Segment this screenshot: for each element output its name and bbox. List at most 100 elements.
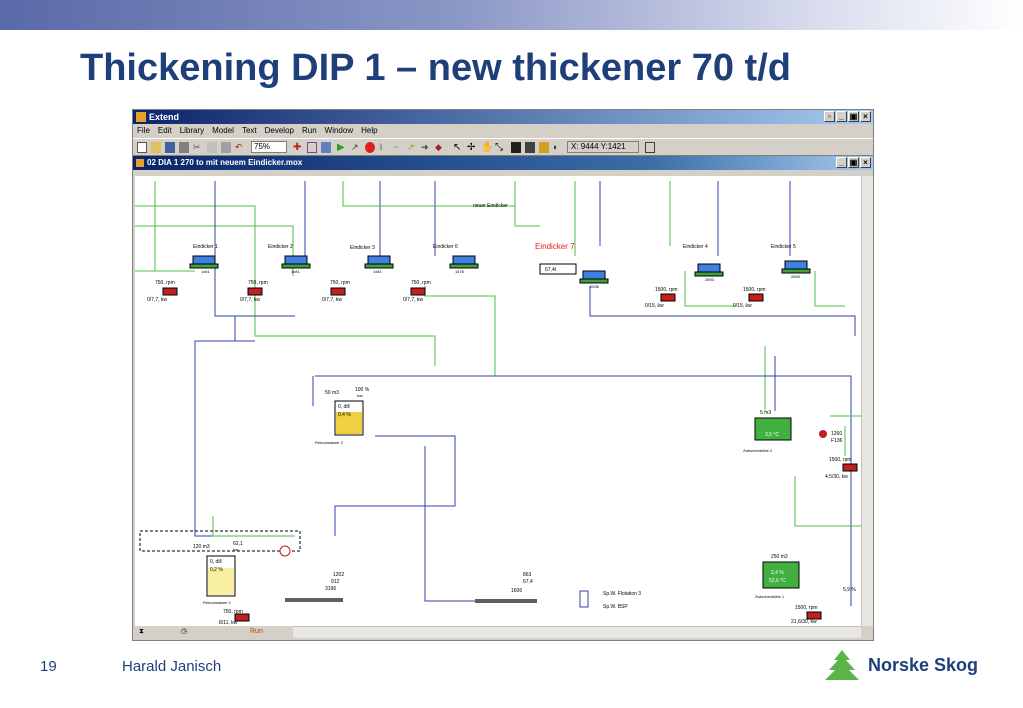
tank-1-level: 62,1 xyxy=(233,541,243,547)
step-icon[interactable]: ↗ xyxy=(351,142,359,152)
thickener-2: Eindicker 2 1x81 750, rpm 0/7,7, kw xyxy=(240,244,311,303)
layer-icon[interactable] xyxy=(525,142,535,153)
run-icon[interactable]: ▶ xyxy=(337,142,345,153)
mixer-2-b: 67,4 xyxy=(523,579,533,585)
thickener-7: Eindicker 7 2536 67,4t xyxy=(535,242,609,289)
thickener-7-val: 2536 xyxy=(590,284,600,289)
thickener-6-val: 1476 xyxy=(455,269,465,274)
menu-help[interactable]: Help xyxy=(361,126,378,135)
mixer-2-a: 863 xyxy=(523,572,532,578)
doc-minimize-button[interactable]: _ xyxy=(836,157,847,168)
tree-logo-icon xyxy=(825,650,859,680)
menu-run[interactable]: Run xyxy=(301,126,317,135)
vertical-scrollbar[interactable] xyxy=(861,176,873,626)
restore-button[interactable]: ▣ xyxy=(848,111,859,122)
clock-icon: ◷ xyxy=(181,628,188,635)
thickener-6: Eindicker 6 1476 750, rpm 0/7,7, kw xyxy=(403,244,479,303)
tank-2-name: Retourwasser 2 xyxy=(315,440,344,445)
grid-icon[interactable] xyxy=(645,142,655,153)
tank-1: 120 m3 62,1 bar 0, dill 0,2 % Retourwass… xyxy=(193,541,291,626)
tank-2-line1: 0, dill xyxy=(338,404,350,410)
minimize-button[interactable]: _ xyxy=(836,111,847,122)
status-bar: ⧗ ◷ Run xyxy=(135,626,293,638)
thickener-4-name: Eindicker 4 xyxy=(683,244,708,250)
chest-1-line1: 2,4 % xyxy=(771,570,784,576)
copy-icon[interactable] xyxy=(207,142,217,153)
thickener-2-kw: 0/7,7, kw xyxy=(240,297,260,303)
tank-2-unit: bar xyxy=(357,393,363,398)
toolbar: ✂ ↶ 75% ✚ ▶ ↗ ‖ ~ ↗ ➜ ◆ ↖ ✢ ✋ ⤡ ◐ X: 944… xyxy=(133,138,873,156)
tank-1-kw: 8/11, kw xyxy=(219,620,238,626)
chest-1-val: 5,9 % xyxy=(843,587,856,593)
mixer-2: 863 67,4 1606 xyxy=(475,572,537,603)
chest-1-line2: 52,6 °C xyxy=(769,578,786,584)
notebook-icon[interactable] xyxy=(321,142,331,153)
top-label: neuer Eindicker xyxy=(473,203,508,209)
color-icon[interactable] xyxy=(539,142,549,153)
menu-file[interactable]: File xyxy=(137,126,150,135)
pattern-icon[interactable]: ◐ xyxy=(553,142,559,152)
mixer-1-c: 3196 xyxy=(325,586,336,592)
menu-bar: File Edit Library Model Text Develop Run… xyxy=(133,124,873,138)
paste-icon[interactable] xyxy=(221,142,231,153)
thickener-6-name: Eindicker 6 xyxy=(433,244,458,250)
hourglass-icon: ⧗ xyxy=(139,628,144,635)
doc-restore-button[interactable]: ▣ xyxy=(848,157,859,168)
stop-icon[interactable] xyxy=(365,142,375,153)
app-title: Extend xyxy=(149,112,180,122)
chest-1-kw: 21,6/30, kw xyxy=(791,619,817,625)
thickener-1-name: Eindicker 1 xyxy=(193,244,218,250)
cross-pointer-icon[interactable]: ✢ xyxy=(467,142,476,153)
thickener-7-name: Eindicker 7 xyxy=(535,242,575,251)
chart-icon[interactable] xyxy=(307,142,317,153)
pause-icon[interactable]: ‖ xyxy=(379,142,383,152)
menu-window[interactable]: Window xyxy=(324,126,354,135)
thickener-3-val: 1x81 xyxy=(373,269,382,274)
mixer-2-c: 1606 xyxy=(511,588,522,594)
chest-2-kw: 4,5/30, kw xyxy=(825,474,848,480)
undo-icon[interactable]: ↶ xyxy=(235,142,243,152)
chest-1: 250 m3 2,4 % 52,6 °C Zwischenbütte 1 150… xyxy=(755,554,856,625)
model-canvas[interactable]: neuer Eindicker Eindicker 1 1x81 750, rp… xyxy=(135,176,861,626)
menu-library[interactable]: Library xyxy=(179,126,205,135)
pointer-icon[interactable]: ↖ xyxy=(453,142,462,153)
mixer-1-b: 912 xyxy=(331,579,340,585)
tank-1-volume: 120 m3 xyxy=(193,544,210,550)
menu-text[interactable]: Text xyxy=(241,126,257,135)
print-icon[interactable] xyxy=(179,142,189,153)
horizontal-scrollbar[interactable] xyxy=(293,626,861,638)
debug-icon[interactable]: ◆ xyxy=(435,142,442,152)
thickener-5-rpm: 1500, rpm xyxy=(743,287,766,293)
thickener-4-val: 2893 xyxy=(705,277,715,282)
close-button[interactable]: × xyxy=(860,111,871,122)
document-title-bar: 02 DIA 1 270 to mit neuem Eindicker.mox … xyxy=(133,156,873,170)
chest-2-val: 1260 xyxy=(831,431,842,437)
thickener-1-rpm: 750, rpm xyxy=(155,280,175,286)
mixer-1-a: 1202 xyxy=(333,572,344,578)
thickener-5: Eindicker 5 2893 1500, rpm 0/15, kw xyxy=(733,244,811,309)
add-icon[interactable]: ✚ xyxy=(293,142,302,153)
tank-1-line2: 0,2 % xyxy=(210,567,223,573)
chest-2: 5 m3 3,5 °C Zwischenbütte 2 1260 F136 15… xyxy=(743,410,858,480)
window-icon-button[interactable]: ▫ xyxy=(824,111,835,122)
cloning-icon[interactable] xyxy=(511,142,521,153)
hand-icon[interactable]: ✋ xyxy=(481,142,494,153)
menu-model[interactable]: Model xyxy=(212,126,234,135)
connect-icon[interactable]: ~ xyxy=(393,142,399,152)
trace-icon[interactable]: ↗ xyxy=(407,142,415,152)
chest-1-rpm: 1500, rpm xyxy=(795,605,818,611)
zoom-select[interactable]: 75% xyxy=(251,141,287,153)
norske-skog-logo: Norske Skog xyxy=(822,648,1002,688)
slide-title: Thickening DIP 1 – new thickener 70 t/d xyxy=(80,47,791,89)
new-file-icon[interactable] xyxy=(137,142,147,153)
cut-icon[interactable]: ✂ xyxy=(193,142,201,152)
save-icon[interactable] xyxy=(165,142,175,153)
menu-develop[interactable]: Develop xyxy=(264,126,294,135)
menu-edit[interactable]: Edit xyxy=(157,126,172,135)
animate-icon[interactable]: ➜ xyxy=(421,142,429,152)
process-diagram: neuer Eindicker Eindicker 1 1x81 750, rp… xyxy=(135,181,861,626)
doc-close-button[interactable]: × xyxy=(860,157,871,168)
line-tool-icon[interactable]: ⤡ xyxy=(495,142,503,153)
open-folder-icon[interactable] xyxy=(151,142,161,153)
chest-1-volume: 250 m3 xyxy=(771,554,788,560)
